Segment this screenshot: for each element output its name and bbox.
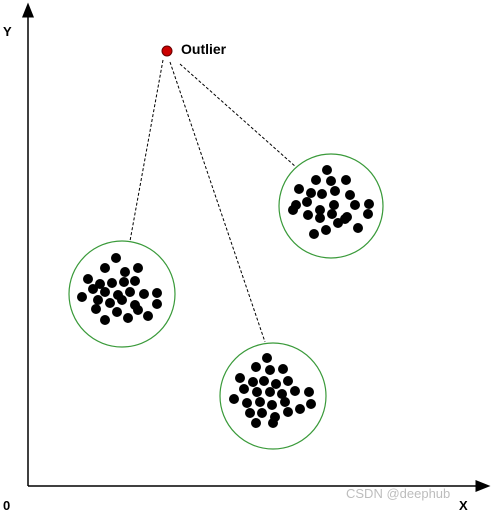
cluster-point bbox=[306, 188, 316, 198]
cluster-point bbox=[235, 373, 245, 383]
y-axis-label: Y bbox=[3, 24, 12, 39]
cluster-point bbox=[91, 304, 101, 314]
cluster-point bbox=[315, 213, 325, 223]
cluster-point bbox=[139, 289, 149, 299]
cluster-point bbox=[306, 399, 316, 409]
cluster-point bbox=[105, 298, 115, 308]
cluster-ring-left bbox=[68, 240, 176, 348]
cluster-point bbox=[280, 397, 290, 407]
cluster-ring-top-right bbox=[278, 153, 384, 259]
cluster-points-left bbox=[77, 253, 162, 325]
cluster-point bbox=[290, 386, 300, 396]
cluster-point bbox=[268, 418, 278, 428]
cluster-point bbox=[245, 408, 255, 418]
cluster-point bbox=[251, 418, 261, 428]
cluster-point bbox=[342, 212, 352, 222]
cluster-point bbox=[133, 305, 143, 315]
cluster-point bbox=[133, 263, 143, 273]
cluster-ring-bottom bbox=[219, 342, 327, 450]
cluster-point bbox=[277, 389, 287, 399]
outlier-label: Outlier bbox=[181, 41, 227, 57]
cluster-point bbox=[271, 379, 281, 389]
cluster-point bbox=[107, 278, 117, 288]
cluster-point bbox=[95, 279, 105, 289]
cluster-point bbox=[315, 205, 325, 215]
cluster-point bbox=[311, 175, 321, 185]
cluster-point bbox=[326, 176, 336, 186]
cluster-point bbox=[125, 287, 135, 297]
cluster-point bbox=[321, 225, 331, 235]
cluster-point bbox=[257, 408, 267, 418]
connector-left-cluster bbox=[129, 59, 164, 242]
origin-label: 0 bbox=[3, 498, 10, 513]
cluster-point bbox=[152, 288, 162, 298]
cluster-point bbox=[239, 384, 249, 394]
cluster-point bbox=[100, 315, 110, 325]
cluster-point bbox=[112, 307, 122, 317]
cluster-point bbox=[262, 353, 272, 363]
cluster-point bbox=[251, 362, 261, 372]
x-axis-label: X bbox=[459, 498, 468, 513]
cluster-point bbox=[317, 189, 327, 199]
cluster-point bbox=[330, 186, 340, 196]
cluster-point bbox=[345, 190, 355, 200]
cluster-point bbox=[364, 199, 374, 209]
outlier-point bbox=[161, 45, 173, 57]
connector-bottom-cluster bbox=[169, 61, 266, 343]
cluster-point bbox=[341, 175, 351, 185]
cluster-point bbox=[278, 364, 288, 374]
cluster-point bbox=[100, 263, 110, 273]
cluster-point bbox=[259, 376, 269, 386]
cluster-point bbox=[363, 209, 373, 219]
cluster-point bbox=[302, 197, 312, 207]
cluster-point bbox=[123, 313, 133, 323]
cluster-point bbox=[303, 210, 313, 220]
cluster-points-bottom bbox=[229, 353, 316, 428]
cluster-point bbox=[283, 376, 293, 386]
connector-top-right-cluster bbox=[179, 63, 297, 168]
connectors bbox=[129, 59, 297, 343]
cluster-point bbox=[295, 404, 305, 414]
cluster-point bbox=[88, 284, 98, 294]
cluster-point bbox=[93, 295, 103, 305]
cluster-point bbox=[77, 292, 87, 302]
watermark: CSDN @deephub bbox=[346, 486, 450, 501]
cluster-point bbox=[248, 377, 258, 387]
cluster-points-top-right bbox=[288, 165, 374, 239]
cluster-point bbox=[304, 387, 314, 397]
cluster-point bbox=[309, 229, 319, 239]
cluster-point bbox=[119, 277, 129, 287]
cluster-point bbox=[252, 387, 262, 397]
cluster-point bbox=[242, 398, 252, 408]
cluster-point bbox=[265, 387, 275, 397]
cluster-point bbox=[288, 205, 298, 215]
cluster-point bbox=[267, 400, 277, 410]
cluster-point bbox=[329, 200, 339, 210]
cluster-point bbox=[350, 200, 360, 210]
cluster-point bbox=[294, 184, 304, 194]
cluster-point bbox=[327, 209, 337, 219]
cluster-point bbox=[265, 365, 275, 375]
cluster-point bbox=[83, 274, 93, 284]
cluster-point bbox=[353, 223, 363, 233]
cluster-point bbox=[120, 267, 130, 277]
cluster-point bbox=[229, 394, 239, 404]
cluster-point bbox=[111, 253, 121, 263]
cluster-point bbox=[117, 295, 127, 305]
cluster-point bbox=[322, 165, 332, 175]
cluster-point bbox=[130, 276, 140, 286]
cluster-point bbox=[143, 311, 153, 321]
cluster-point bbox=[283, 407, 293, 417]
cluster-point bbox=[255, 397, 265, 407]
cluster-point bbox=[152, 299, 162, 309]
cluster-point bbox=[333, 218, 343, 228]
cluster-point bbox=[100, 287, 110, 297]
